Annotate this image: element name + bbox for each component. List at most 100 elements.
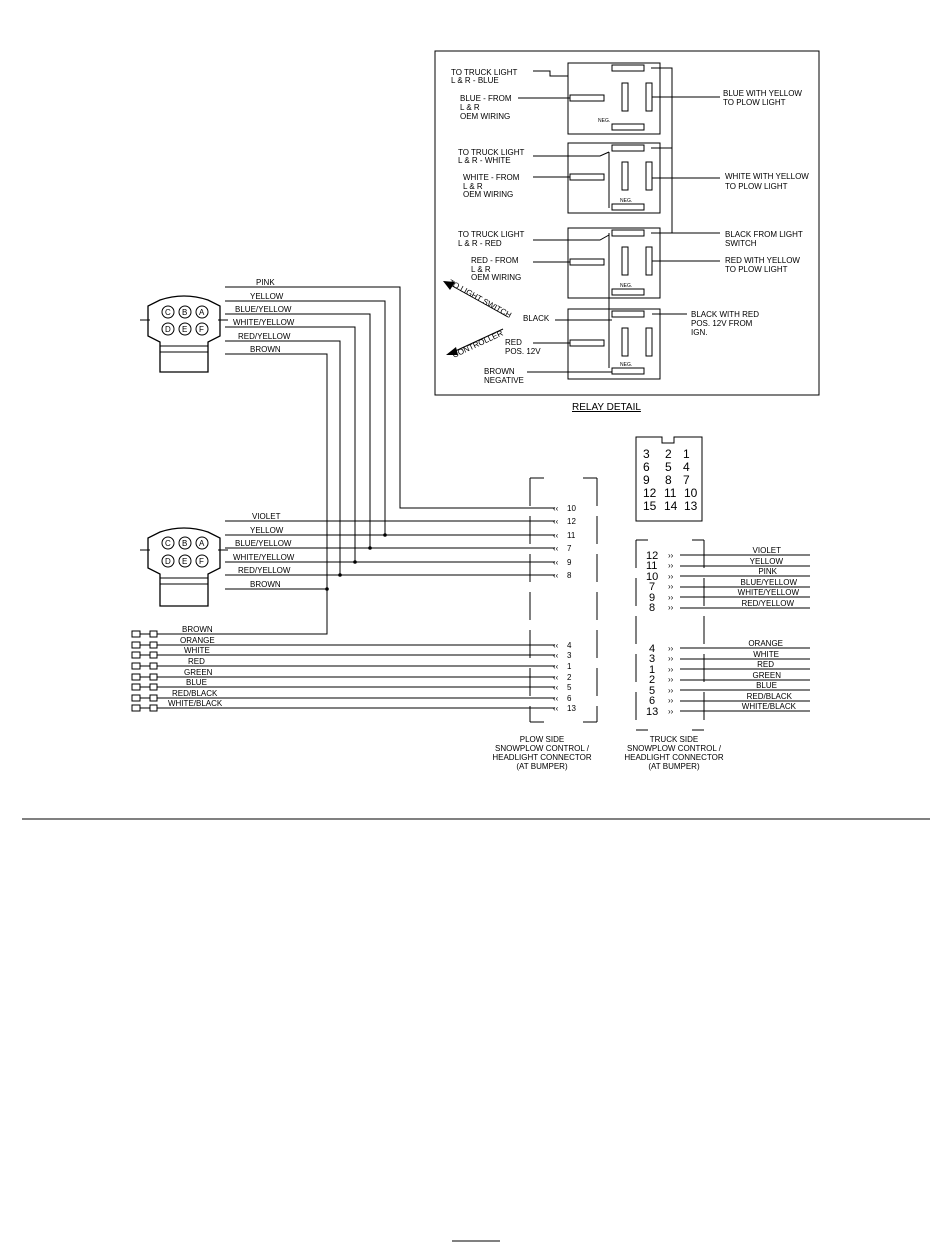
upper-pin-f: F [199, 325, 204, 334]
upper-pin-a: A [199, 308, 205, 317]
truck-wire-white: WHITE [753, 650, 779, 659]
svg-text:››: ›› [668, 572, 674, 581]
lower-pin-f: F [199, 557, 204, 566]
truck-pin-5: 5 [649, 685, 655, 697]
svg-text:‹‹: ‹‹ [553, 504, 559, 513]
svg-text:››: ›› [668, 707, 674, 716]
relay-detail-frame [434, 50, 820, 396]
plow-pin-6: 6 [567, 694, 572, 703]
svg-text:‹‹: ‹‹ [553, 641, 559, 650]
relay-1-right-1: BLUE WITH YELLOW [723, 89, 802, 98]
truck-wire-red-black: RED/BLACK [747, 692, 793, 701]
relay-4-red: RED [505, 338, 522, 347]
svg-text:‹‹: ‹‹ [553, 517, 559, 526]
svg-text:››: ›› [668, 686, 674, 695]
svg-text:››: ›› [668, 603, 674, 612]
svg-text:››: ›› [668, 561, 674, 570]
plow-wires: BROWN ORANGE WHITE RED GREEN BLUE RED/BL… [131, 625, 555, 712]
face-pin-1: 1 [683, 447, 690, 461]
relay-4-brown: BROWN [484, 367, 515, 376]
lower-harness: VIOLET YELLOW BLUE/YELLOW WHITE/YELLOW R… [225, 512, 555, 591]
plow-pin-12: 12 [567, 517, 576, 526]
svg-text:‹‹: ‹‹ [553, 694, 559, 703]
face-pin-13: 13 [684, 499, 698, 513]
svg-text:‹‹: ‹‹ [553, 558, 559, 567]
upper-harness: PINK YELLOW BLUE/YELLOW WHITE/YELLOW RED… [225, 278, 555, 635]
relay-1-to-truck-light-color: L & R - BLUE [451, 76, 499, 85]
plow-wire-red: RED [188, 657, 205, 666]
upper-pin-d: D [165, 325, 171, 334]
upper-wire-white-yellow: WHITE/YELLOW [233, 318, 295, 327]
relay-2: NEG. [567, 142, 661, 214]
truck-wire-red: RED [757, 660, 774, 669]
lower-wire-blue-yellow: BLUE/YELLOW [235, 539, 292, 548]
plow-side-connector: ‹‹10 ‹‹12 ‹‹11 ‹‹7 ‹‹9 ‹‹8 ‹‹4 ‹‹3 ‹‹1 ‹… [492, 477, 598, 771]
svg-text:‹‹: ‹‹ [553, 683, 559, 692]
upper-pin-b: B [182, 308, 187, 317]
truck-caption-2: SNOWPLOW CONTROL / [627, 744, 722, 753]
face-pin-9: 9 [643, 473, 650, 487]
truck-wire-yellow: YELLOW [750, 557, 784, 566]
black-from-light-switch-2: SWITCH [725, 239, 757, 248]
plow-pin-1: 1 [567, 662, 572, 671]
truck-pin-12: 12 [646, 550, 658, 562]
lower-pin-a: A [199, 539, 205, 548]
plow-caption-4: (AT BUMPER) [516, 762, 568, 771]
svg-text:››: ›› [668, 582, 674, 591]
svg-text:››: ›› [668, 593, 674, 602]
relay-2-from-oem: OEM WIRING [463, 190, 513, 199]
relay-3-right-1: RED WITH YELLOW [725, 256, 800, 265]
lower-wire-brown: BROWN [250, 580, 281, 589]
lower-wire-white-yellow: WHITE/YELLOW [233, 553, 295, 562]
relay-1-from-oem: OEM WIRING [460, 112, 510, 121]
svg-text:‹‹: ‹‹ [553, 544, 559, 553]
face-pin-10: 10 [684, 486, 698, 500]
lower-wire-violet: VIOLET [252, 512, 281, 521]
truck-pin-10: 10 [646, 571, 658, 583]
face-pin-6: 6 [643, 460, 650, 474]
plow-pin-10: 10 [567, 504, 576, 513]
truck-pin-3: 3 [649, 653, 655, 665]
face-pin-15: 15 [643, 499, 657, 513]
truck-pin-7: 7 [649, 581, 655, 593]
truck-side-connector: 12 11 10 7 9 8 4 3 1 2 5 6 13 ›››››› ›››… [624, 539, 810, 771]
svg-text:‹‹: ‹‹ [553, 571, 559, 580]
truck-wire-pink: PINK [758, 567, 777, 576]
relay-2-right-2: TO PLOW LIGHT [725, 182, 788, 191]
black-from-light-switch-1: BLACK FROM LIGHT [725, 230, 803, 239]
svg-text:››: ›› [668, 696, 674, 705]
pin-face-view: 3 2 1 6 5 4 9 8 7 12 11 10 15 14 13 [635, 436, 703, 522]
truck-wire-white-yellow: WHITE/YELLOW [738, 588, 800, 597]
truck-wire-red-yellow: RED/YELLOW [742, 599, 795, 608]
lower-pin-d: D [165, 557, 171, 566]
face-pin-11: 11 [664, 486, 677, 500]
plow-pin-11: 11 [567, 531, 576, 540]
upper-wire-yellow: YELLOW [250, 292, 284, 301]
truck-wire-blue-yellow: BLUE/YELLOW [741, 578, 798, 587]
truck-caption-4: (AT BUMPER) [648, 762, 700, 771]
svg-text:‹‹: ‹‹ [553, 531, 559, 540]
relay-3: NEG. [567, 227, 661, 299]
black-with-red-1: BLACK WITH RED [691, 310, 759, 319]
truck-pin-6: 6 [649, 695, 655, 707]
relay-1-from: BLUE - FROM [460, 94, 512, 103]
plow-pin-2: 2 [567, 673, 572, 682]
svg-text:››: ›› [668, 665, 674, 674]
svg-text:‹‹: ‹‹ [553, 673, 559, 682]
relay-3-from-oem: OEM WIRING [471, 273, 521, 282]
lower-pin-c: C [165, 539, 171, 548]
truck-pin-11: 11 [646, 560, 657, 572]
svg-text:››: ›› [668, 675, 674, 684]
plow-caption-2: SNOWPLOW CONTROL / [495, 744, 590, 753]
plow-pin-3: 3 [567, 651, 572, 660]
svg-text:‹‹: ‹‹ [553, 662, 559, 671]
plow-wire-red-black: RED/BLACK [172, 689, 218, 698]
relay-detail-title: RELAY DETAIL [572, 402, 641, 413]
truck-pin-4: 4 [649, 643, 655, 655]
lower-pin-e: E [182, 557, 187, 566]
plow-wire-brown: BROWN [182, 625, 213, 634]
lower-pin-b: B [182, 539, 187, 548]
truck-pin-1: 1 [649, 664, 655, 676]
black-with-red-2: POS. 12V FROM [691, 319, 753, 328]
